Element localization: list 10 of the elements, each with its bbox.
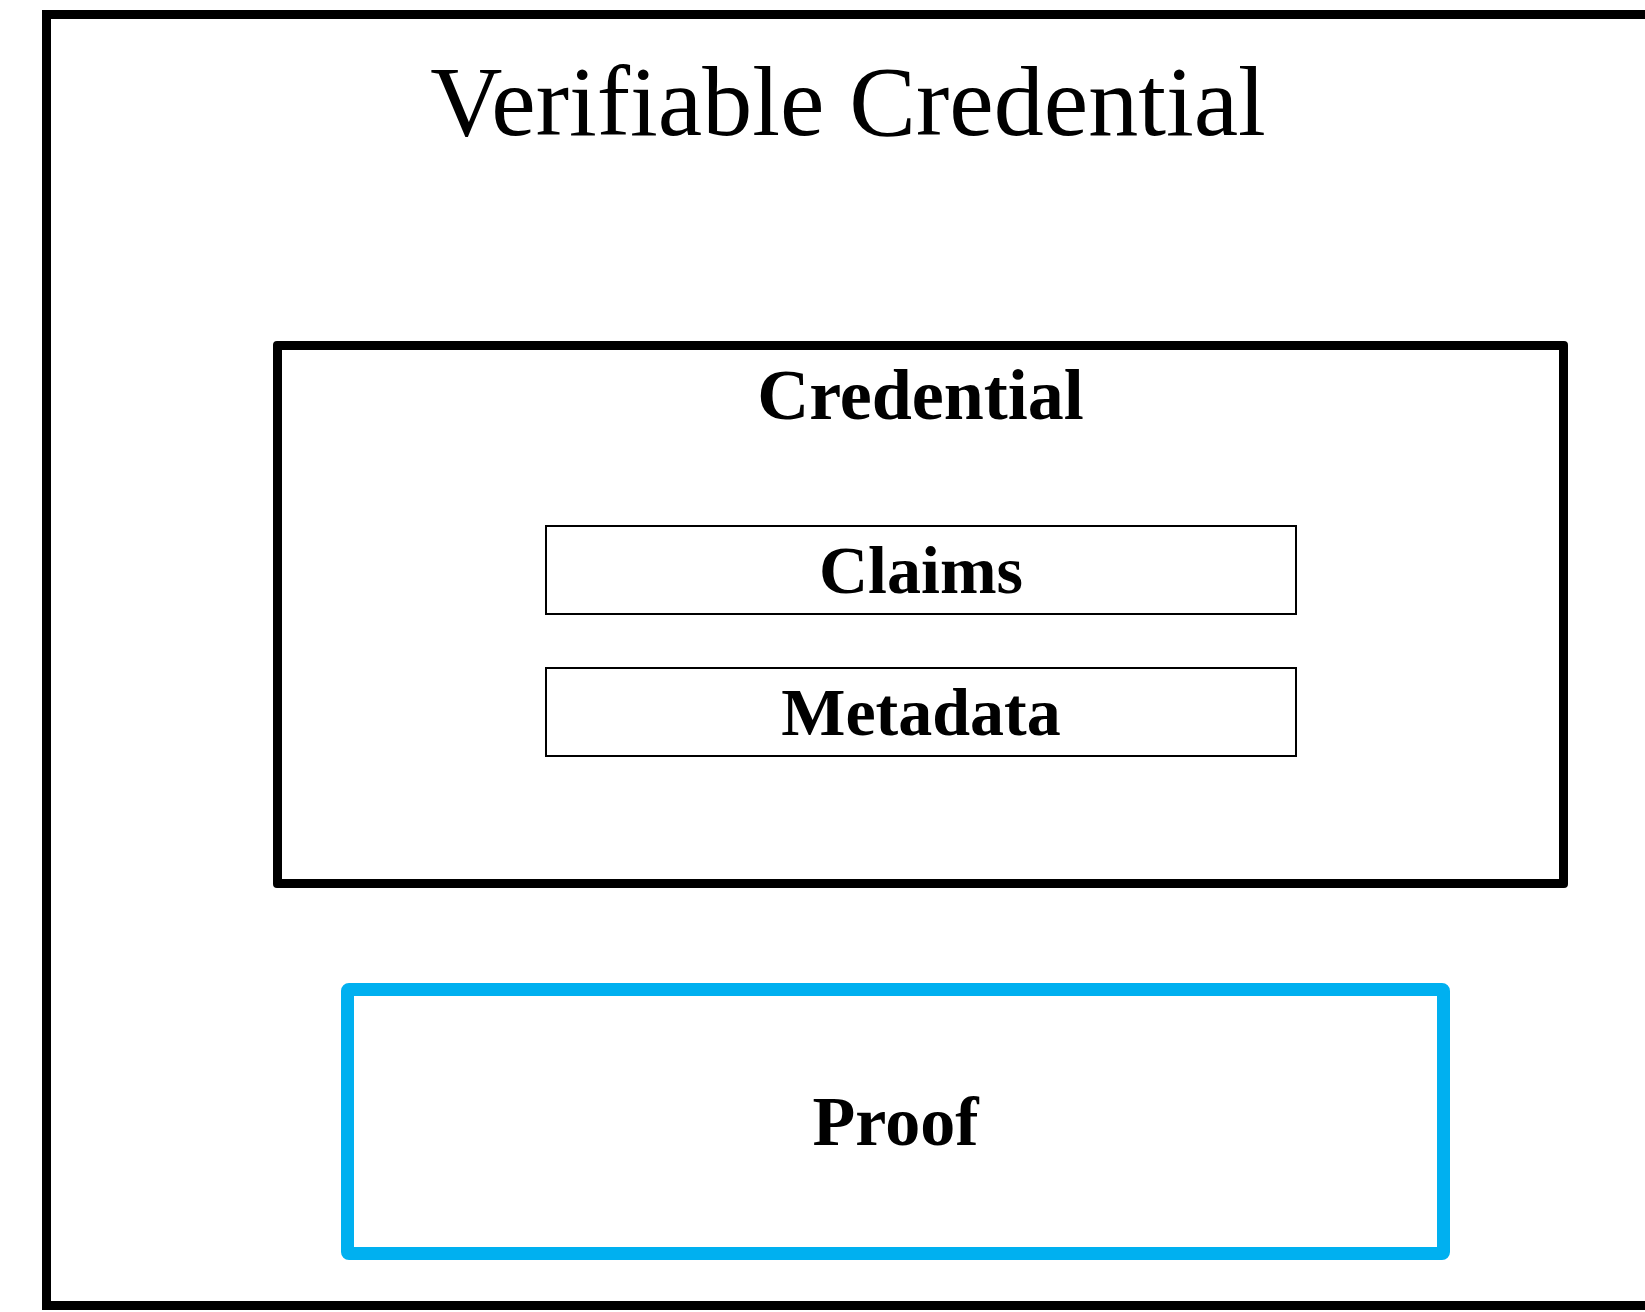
box-title: Proof xyxy=(812,1083,979,1160)
outer-frame xyxy=(42,10,1645,1310)
group-box xyxy=(273,341,1568,888)
box-title: Credential xyxy=(757,356,1084,436)
box-title: Claims xyxy=(819,532,1023,608)
box-title: Verifiable Credential xyxy=(430,47,1266,157)
box-title: Metadata xyxy=(781,674,1061,750)
proof-box xyxy=(341,983,1450,1260)
field-box xyxy=(545,667,1297,757)
field-box xyxy=(545,525,1297,615)
